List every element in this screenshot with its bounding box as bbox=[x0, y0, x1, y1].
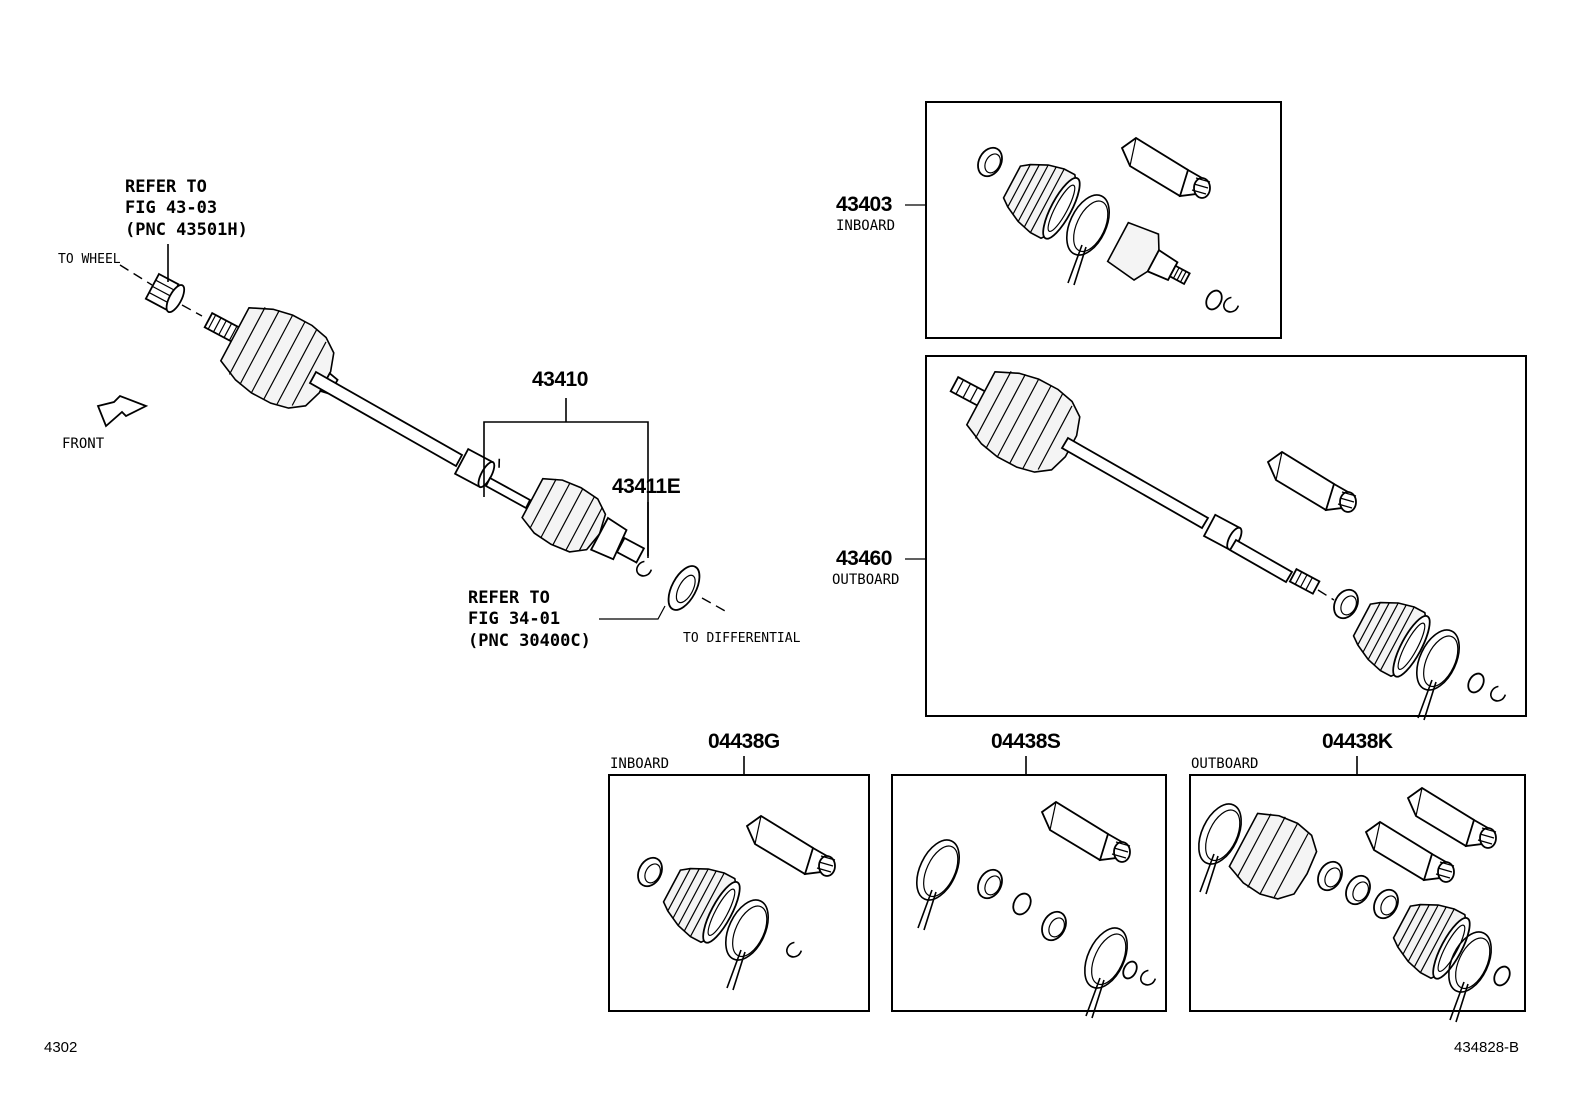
kit-43403-drawing bbox=[905, 101, 1282, 339]
illustration-id: 434828-B bbox=[1454, 1039, 1520, 1056]
part-number-04438S[interactable]: 04438S bbox=[991, 730, 1061, 753]
refer-wheel-line-1: REFER TO bbox=[125, 177, 207, 197]
kit-43460-drawing bbox=[905, 355, 1527, 721]
refer-diff-line-3: (PNC 30400C) bbox=[468, 631, 591, 651]
to-differential-label: TO DIFFERENTIAL bbox=[683, 631, 801, 646]
part-number-43460[interactable]: 43460 bbox=[836, 547, 892, 570]
main-drive-shaft-drawing bbox=[96, 244, 728, 620]
kit-04438K-outboard-label: OUTBOARD bbox=[1191, 756, 1259, 772]
part-number-43403[interactable]: 43403 bbox=[836, 193, 892, 216]
part-number-43410[interactable]: 43410 bbox=[532, 368, 588, 391]
to-wheel-label: TO WHEEL bbox=[58, 252, 121, 267]
part-number-43411E[interactable]: 43411E bbox=[612, 475, 681, 498]
refer-wheel-line-2: FIG 43-03 bbox=[125, 198, 218, 218]
part-number-04438K[interactable]: 04438K bbox=[1322, 730, 1393, 753]
kit-04438G-inboard-label: INBOARD bbox=[610, 756, 670, 772]
page-code: 4302 bbox=[44, 1039, 78, 1056]
refer-diff-line-1: REFER TO bbox=[468, 588, 550, 608]
kit-43403-inboard-label: INBOARD bbox=[836, 218, 896, 234]
refer-wheel-line-3: (PNC 43501H) bbox=[125, 220, 248, 240]
kit-04438K-drawing bbox=[1189, 756, 1526, 1023]
kit-43460-outboard-label: OUTBOARD bbox=[832, 572, 900, 588]
kit-04438G-drawing bbox=[608, 756, 870, 1012]
refer-diff-line-2: FIG 34-01 bbox=[468, 609, 561, 629]
kit-04438S-drawing bbox=[891, 756, 1167, 1019]
front-label: FRONT bbox=[62, 436, 105, 452]
part-number-04438G[interactable]: 04438G bbox=[708, 730, 780, 753]
